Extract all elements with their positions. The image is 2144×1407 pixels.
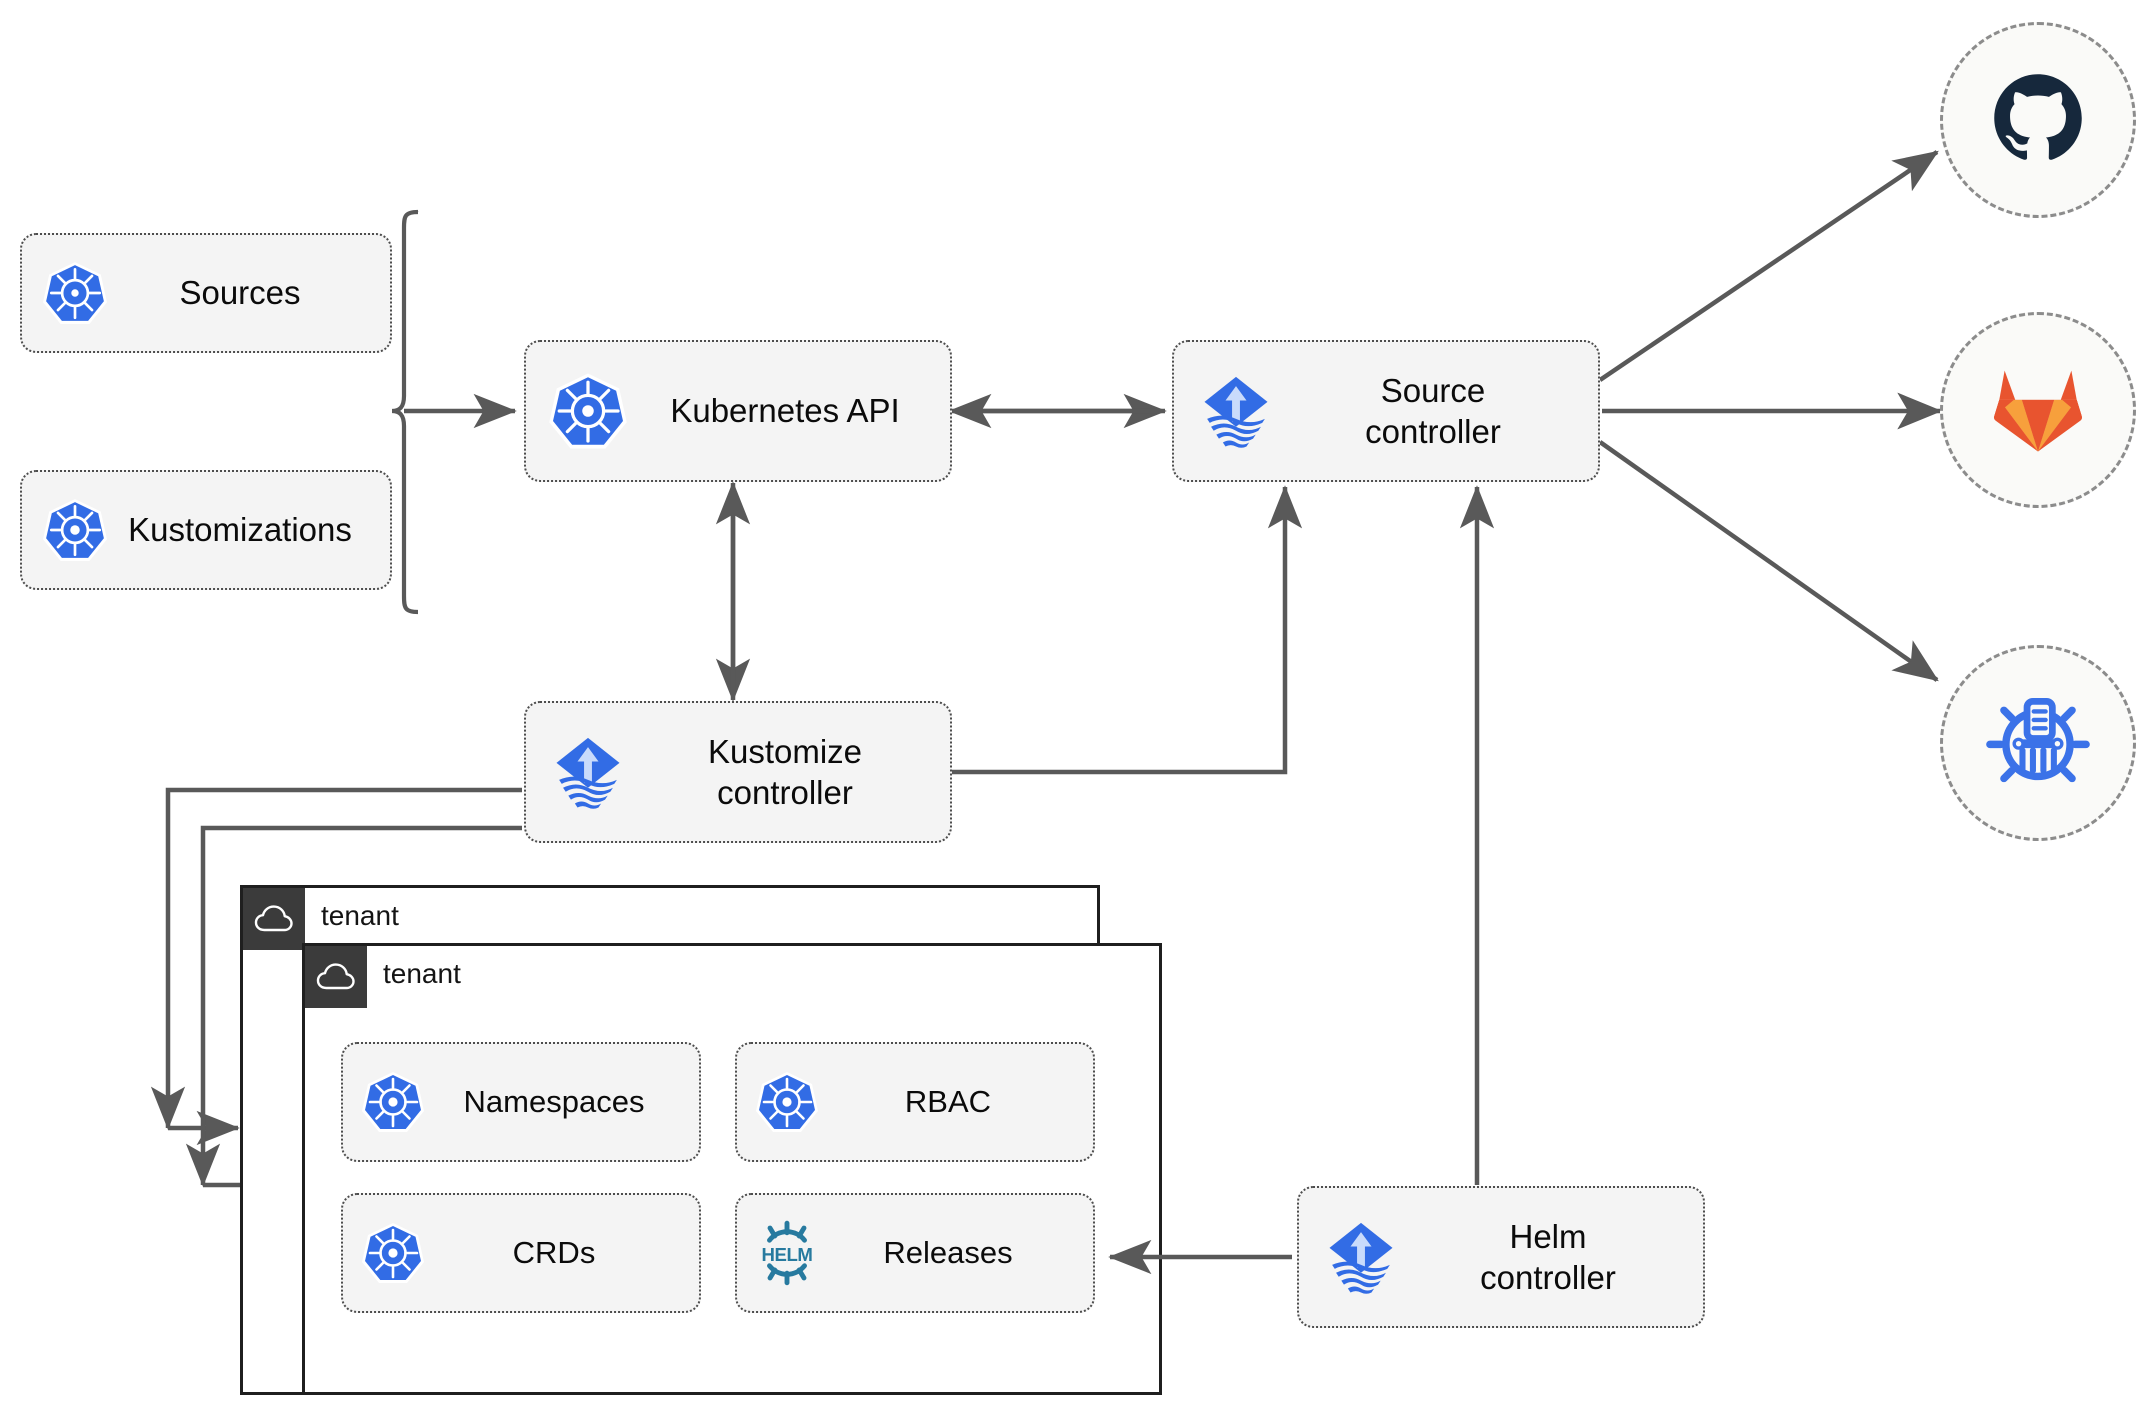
cloud-icon: [305, 946, 367, 1008]
kubernetes-icon: [749, 1070, 825, 1134]
tenant-frame-front[interactable]: tenant: [302, 943, 1162, 1395]
resource-box-kustomizations[interactable]: Kustomizations: [20, 470, 392, 590]
resource-label: Kustomizations: [128, 511, 352, 549]
kubernetes-icon: [36, 260, 114, 326]
tenant-label: tenant: [321, 900, 399, 931]
cloud-icon: [243, 888, 305, 950]
resource-box-sources[interactable]: Sources: [20, 233, 392, 353]
flux-icon: [536, 730, 640, 814]
node-kubernetes-api[interactable]: Kubernetes API: [524, 340, 952, 482]
node-label: Kubernetes API: [670, 392, 900, 430]
node-label: Kustomize controller: [707, 732, 863, 811]
kubernetes-icon: [536, 371, 640, 451]
flux-icon: [1184, 369, 1288, 453]
tenant-resource-rbac[interactable]: RBAC: [735, 1042, 1095, 1162]
tenant-resource-label: Releases: [883, 1234, 1013, 1270]
kubernetes-icon: [355, 1221, 431, 1285]
gitlab-icon: [1986, 358, 2090, 463]
flux-icon: [1309, 1215, 1413, 1299]
tenant-resource-label: CRDs: [512, 1234, 596, 1270]
node-helm-controller[interactable]: Helm controller: [1297, 1186, 1705, 1328]
bucket-icon: [1984, 687, 2092, 800]
tenant-resource-crds[interactable]: CRDs: [341, 1193, 701, 1313]
resource-label: Sources: [179, 274, 301, 312]
node-label: Helm controller: [1480, 1217, 1616, 1296]
svg-text:HELM: HELM: [762, 1244, 813, 1265]
tenant-label: tenant: [383, 958, 461, 989]
node-source-controller[interactable]: Source controller: [1172, 340, 1600, 482]
provider-bucket[interactable]: [1940, 645, 2136, 841]
tenant-resource-label: Namespaces: [463, 1083, 645, 1119]
kubernetes-icon: [36, 497, 114, 563]
provider-gitlab[interactable]: [1940, 312, 2136, 508]
tenant-resource-namespaces[interactable]: Namespaces: [341, 1042, 701, 1162]
provider-github[interactable]: [1940, 22, 2136, 218]
node-kustomize-controller[interactable]: Kustomize controller: [524, 701, 952, 843]
github-icon: [1988, 68, 2088, 173]
tenant-resource-label: RBAC: [904, 1083, 992, 1119]
kubernetes-icon: [355, 1070, 431, 1134]
node-label: Source controller: [1365, 371, 1501, 450]
tenant-resource-releases[interactable]: HELM Releases: [735, 1193, 1095, 1313]
helm-icon: HELM: [749, 1219, 825, 1287]
